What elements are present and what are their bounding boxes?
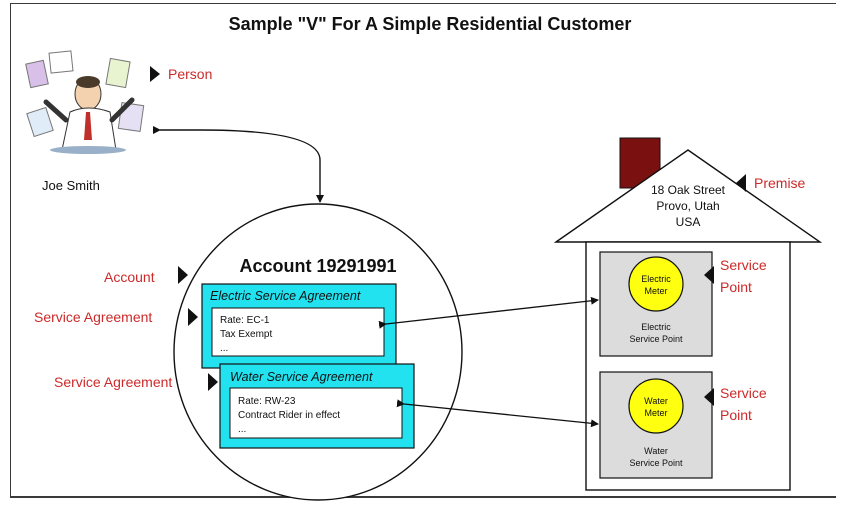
account-title: Account 19291991	[239, 256, 396, 276]
premise-address-line: Provo, Utah	[656, 199, 719, 213]
water-service-agreement: Water Service Agreement Rate: RW-23 Cont…	[219, 363, 415, 449]
agreement-callout-arrow-icon	[188, 308, 198, 326]
meter-label: Meter	[644, 408, 667, 418]
service-point-callout: Point	[720, 407, 752, 423]
service-point-caption: Service Point	[629, 458, 683, 468]
account-label: Account	[104, 269, 155, 285]
frame-bottom-rule	[10, 496, 836, 498]
premise-callout-arrow-icon	[736, 174, 746, 192]
agreement-line: Rate: EC-1	[220, 315, 270, 326]
premise-address-line: USA	[676, 215, 701, 229]
service-point-caption: Service Point	[629, 334, 683, 344]
agreement-line: Tax Exempt	[220, 329, 272, 340]
diagram-title: Sample "V" For A Simple Residential Cust…	[229, 14, 632, 34]
person-name: Joe Smith	[42, 178, 100, 193]
person-label: Person	[168, 66, 212, 82]
service-point-callout: Service	[720, 385, 767, 401]
person-account-connector	[153, 126, 324, 203]
service-point-callout-arrow-icon	[704, 388, 714, 406]
service-point-callout-arrow-icon	[704, 266, 714, 284]
agreement-line: ...	[238, 424, 246, 435]
premise-address-line: 18 Oak Street	[651, 183, 726, 197]
meter-label: Water	[644, 396, 668, 406]
service-point-caption: Water	[644, 446, 668, 456]
electric-service-point: Electric Meter Electric Service Point	[599, 251, 713, 357]
meter-label: Electric	[641, 274, 671, 284]
service-point-caption: Electric	[641, 322, 671, 332]
agreement-callout-label: Service Agreement	[34, 309, 152, 325]
agreement-callout-label: Service Agreement	[54, 374, 172, 390]
agreement-line: ...	[220, 343, 228, 354]
water-service-point: Water Meter Water Service Point	[599, 371, 713, 479]
account-callout-arrow-icon	[178, 266, 188, 284]
agreement-title: Electric Service Agreement	[210, 289, 361, 303]
agreement-line: Contract Rider in effect	[238, 410, 340, 421]
service-point-callout: Point	[720, 279, 752, 295]
water-agreement-connector	[396, 399, 599, 428]
person-illustration	[25, 50, 145, 154]
agreement-title: Water Service Agreement	[230, 370, 373, 384]
electric-meter-icon	[628, 256, 684, 312]
meter-label: Meter	[644, 286, 667, 296]
service-point-callout: Service	[720, 257, 767, 273]
premise-label: Premise	[754, 175, 806, 191]
electric-agreement-connector	[378, 296, 599, 329]
person-callout-arrow-icon	[150, 66, 160, 82]
agreement-line: Rate: RW-23	[238, 396, 296, 407]
electric-service-agreement: Electric Service Agreement Rate: EC-1 Ta…	[201, 283, 397, 369]
water-meter-icon	[628, 378, 684, 434]
agreement-callout-arrow-icon	[208, 373, 218, 391]
